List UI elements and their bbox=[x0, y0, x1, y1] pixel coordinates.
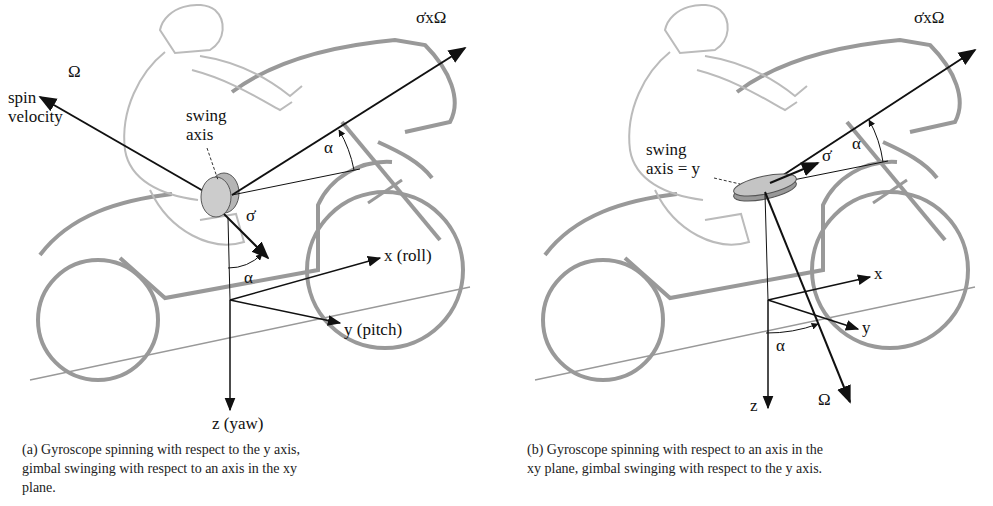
gyroscope-b bbox=[714, 50, 975, 408]
vector-label: σ̇ bbox=[246, 206, 255, 225]
vector-label: σ̇xΩ bbox=[914, 8, 944, 27]
vector-label: spin velocity bbox=[8, 88, 72, 126]
figure-caption: (b) Gyroscope spinning with respect to a… bbox=[527, 440, 827, 478]
vector-label: Ω bbox=[818, 390, 831, 409]
part-label: swing axis = y bbox=[646, 140, 712, 178]
angle-label: α bbox=[244, 268, 253, 287]
part-label: swing axis bbox=[186, 106, 232, 144]
angle-label: α bbox=[852, 134, 861, 153]
vector-label: σ̇xΩ bbox=[416, 8, 446, 27]
vector-label: Ω bbox=[68, 62, 81, 81]
axis-label: z bbox=[750, 396, 758, 415]
gyroscope-a bbox=[40, 48, 465, 410]
vector-label: σ̇ bbox=[822, 146, 831, 165]
axis-label: x (roll) bbox=[384, 246, 432, 265]
angle-label: α bbox=[324, 138, 333, 157]
angle-label: α bbox=[776, 336, 785, 355]
axis-label: z (yaw) bbox=[212, 414, 263, 433]
figure-caption: (a) Gyroscope spinning with respect to t… bbox=[22, 440, 314, 497]
axis-label: y bbox=[862, 318, 871, 337]
axis-label: x bbox=[874, 264, 883, 283]
axis-label: y (pitch) bbox=[344, 320, 402, 339]
